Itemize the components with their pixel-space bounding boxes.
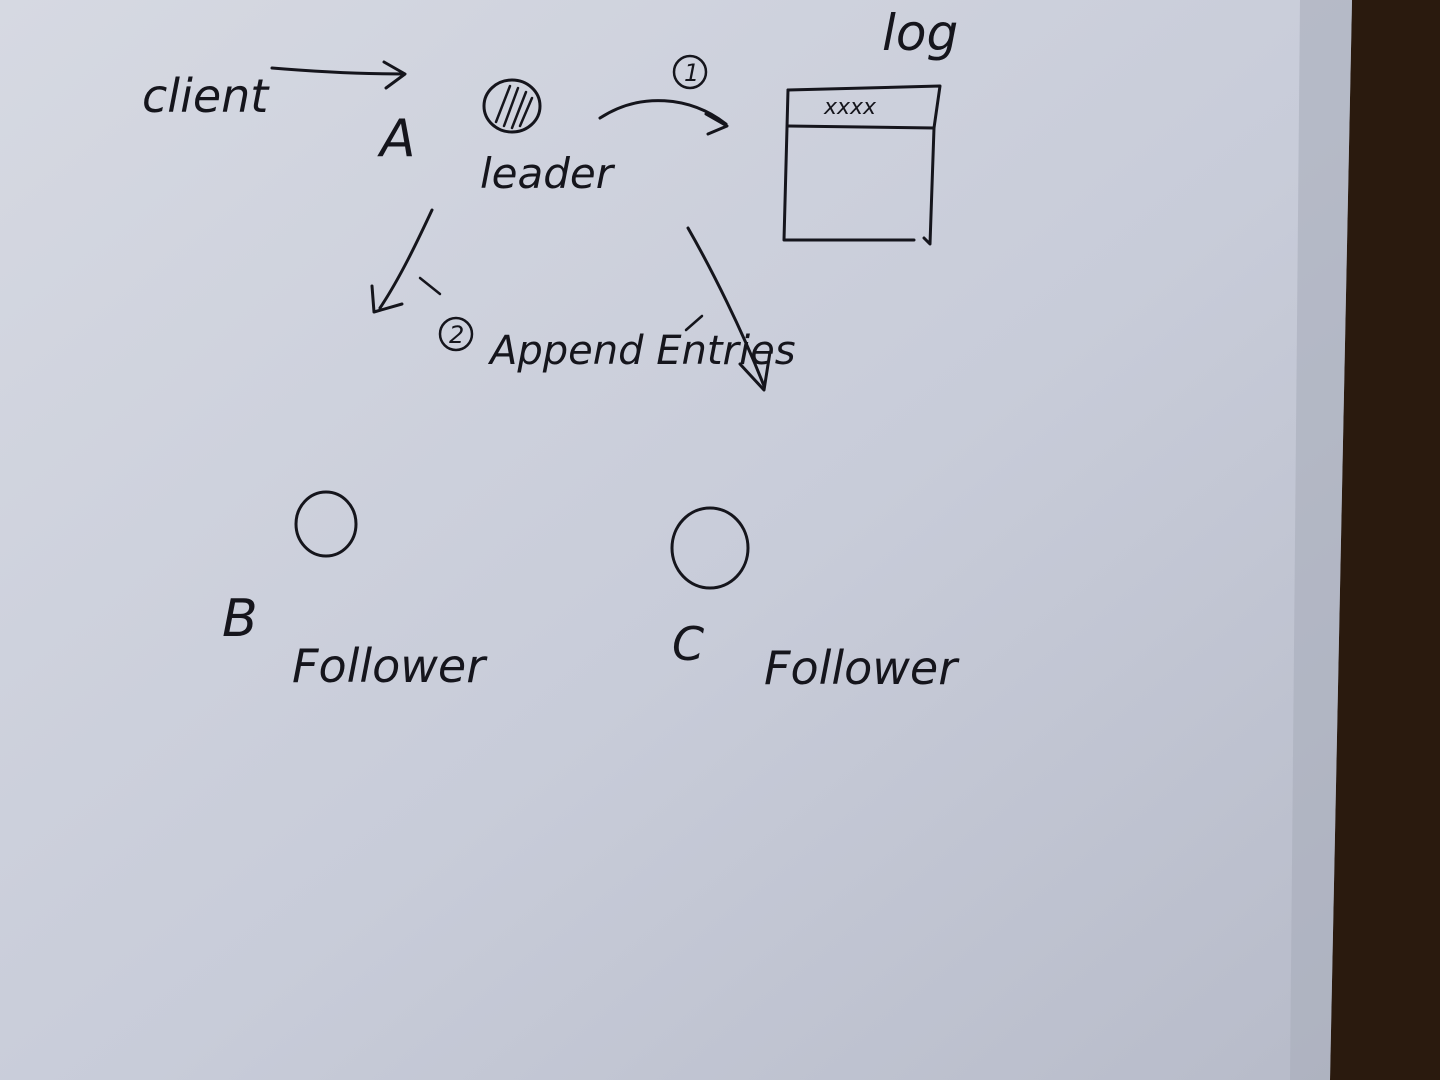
paper-edge-shadow xyxy=(1290,0,1352,1080)
client-to-leader-arrow xyxy=(270,60,407,90)
log-entry-label: xxxx xyxy=(823,95,877,120)
step-two-number: 2 xyxy=(449,321,464,349)
callout-line-left xyxy=(418,276,442,296)
follower-c-node xyxy=(670,506,750,590)
step-one-circle xyxy=(672,54,708,90)
callout-line-right xyxy=(684,314,704,332)
node-a-label: A xyxy=(377,109,416,169)
step-two-circle xyxy=(438,316,474,352)
follower-b-label: Follower xyxy=(292,639,488,693)
paper-sheet xyxy=(0,0,1352,1080)
node-c-label: C xyxy=(672,617,704,671)
follower-b-node xyxy=(294,490,358,558)
node-b-label: B xyxy=(222,589,258,649)
step-one-number: 1 xyxy=(684,59,699,87)
leader-node xyxy=(482,78,542,134)
log-label: log xyxy=(882,4,958,62)
leader-to-follower-b-arrow xyxy=(370,208,434,314)
log-box xyxy=(782,84,942,246)
follower-c-label: Follower xyxy=(764,641,960,695)
append-entries-label: Append Entries xyxy=(487,328,796,374)
client-label: client xyxy=(142,69,270,123)
leader-to-follower-c-arrow xyxy=(686,226,772,392)
leader-label: leader xyxy=(480,149,616,198)
leader-to-log-arrow xyxy=(598,99,729,136)
